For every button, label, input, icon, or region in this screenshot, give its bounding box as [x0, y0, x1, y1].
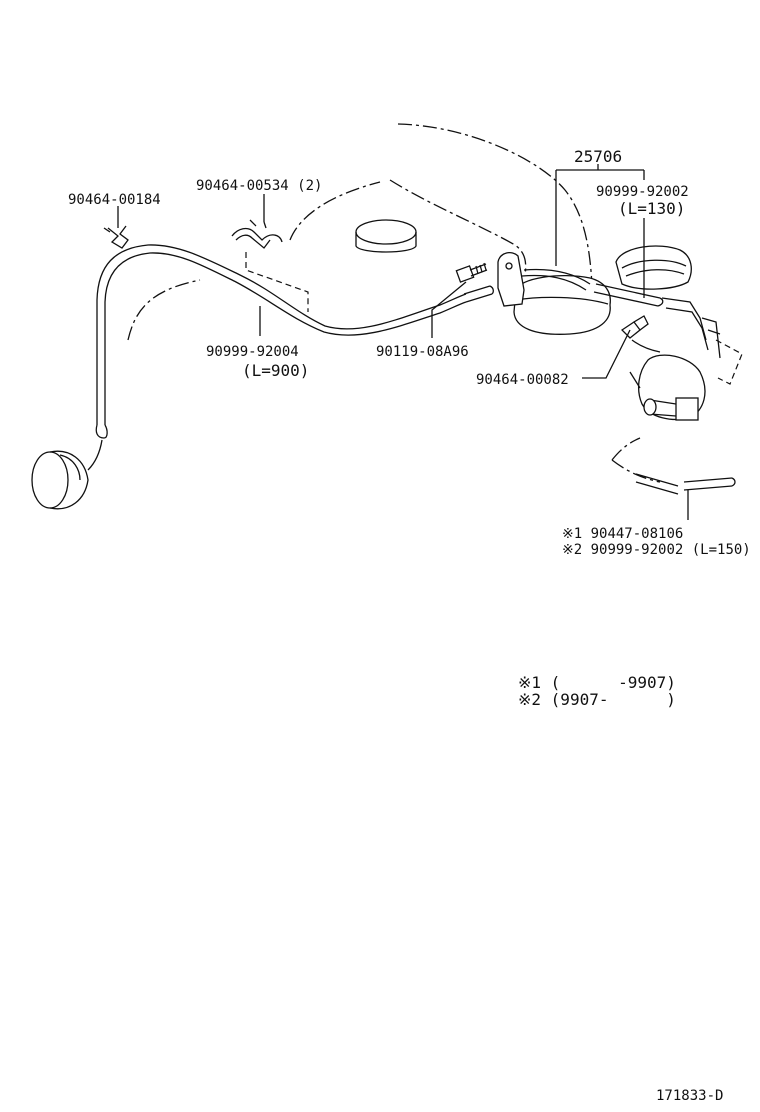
- clip-90464-00534-icon: [231, 219, 283, 249]
- label-90999-92004: 90999-92004: [206, 344, 299, 360]
- label-note1-part: ※1 90447-08106: [562, 526, 683, 542]
- right-valve-assembly: [615, 245, 743, 421]
- label-90464-00534: 90464-00534 (2): [196, 178, 322, 194]
- label-90999-92002-length: (L=130): [618, 199, 685, 218]
- label-90464-00082: 90464-00082: [476, 372, 569, 388]
- label-note2-part: ※2 90999-92002 (L=150): [562, 542, 751, 558]
- left-canister: [31, 439, 103, 510]
- canister-25706: [497, 251, 611, 335]
- label-90464-00184: 90464-00184: [68, 192, 161, 208]
- clip-90464-00184-icon: [103, 225, 129, 249]
- label-25706: 25706: [574, 147, 622, 166]
- legend-row-1: ※1 ( -9907): [518, 673, 676, 692]
- tank-cap-component: [355, 219, 417, 253]
- hose-90999-92004: [95, 244, 467, 439]
- figure-id: 171833-D: [656, 1088, 723, 1104]
- bolt-90119-08A96-icon: [455, 262, 488, 283]
- body-phantom-outline: [127, 123, 661, 483]
- hose-90999-92002-top: [521, 268, 664, 307]
- label-90999-92002: 90999-92002: [596, 184, 689, 200]
- label-90999-92004-length: (L=900): [242, 361, 309, 380]
- legend-row-2: ※2 (9907- ): [518, 690, 676, 709]
- leader-lines: [117, 164, 689, 520]
- label-90119-08A96: 90119-08A96: [376, 344, 469, 360]
- clip-90464-00082-icon: [620, 315, 649, 339]
- hose-note-parts: [635, 473, 736, 495]
- short-hose-left: [463, 285, 494, 303]
